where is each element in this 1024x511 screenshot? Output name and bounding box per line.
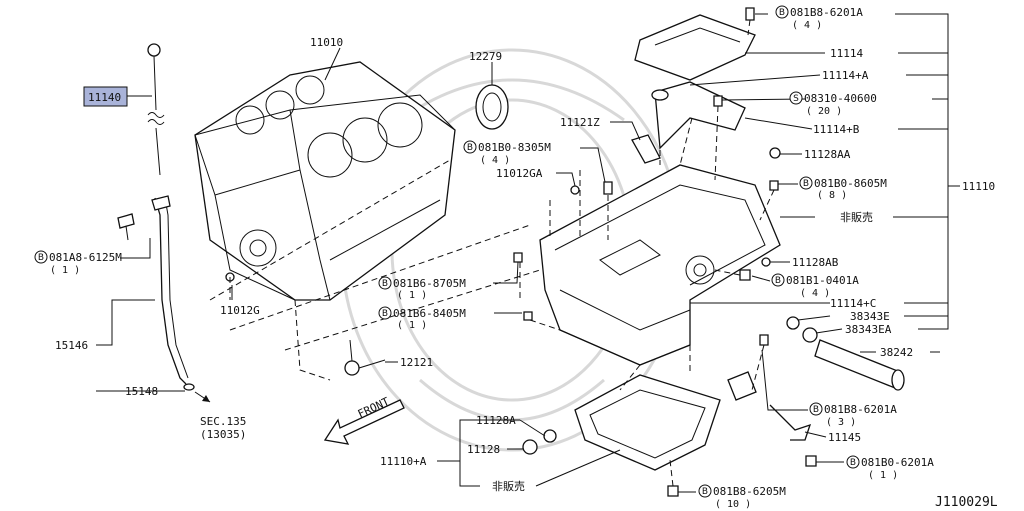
label-081B6-8405M[interactable]: 081B6-8405M	[393, 307, 466, 320]
qty-081B6-8705M: ( 1 )	[397, 290, 427, 301]
label-11114B[interactable]: 11114+B	[813, 123, 860, 136]
rear-oil-seal-drawing	[475, 84, 509, 130]
label-081B0-8605M[interactable]: 081B0-8605M	[814, 177, 887, 190]
qty-081B8-6205M: ( 10 )	[715, 499, 751, 510]
label-11114C[interactable]: 11114+C	[830, 297, 876, 310]
label-12279[interactable]: 12279	[469, 50, 502, 63]
label-081A8-6125M[interactable]: 081A8-6125M	[49, 251, 122, 264]
bolt-badge-icon: B	[813, 405, 819, 415]
bracket-drawing	[727, 371, 757, 401]
label-sec135[interactable]: SEC.135	[200, 415, 246, 428]
label-11128AA[interactable]: 11128AA	[804, 148, 851, 161]
bolt-badge-icon: B	[803, 179, 809, 189]
label-11114[interactable]: 11114	[830, 47, 863, 60]
label-11145[interactable]: 11145	[828, 431, 861, 444]
label-not-for-sale-1: 非販売	[840, 211, 873, 224]
qty-081B0-6201A: ( 1 )	[868, 470, 898, 481]
label-38343EA[interactable]: 38343EA	[845, 323, 892, 336]
label-38242[interactable]: 38242	[880, 346, 913, 359]
bolt-badge-icon: B	[382, 309, 388, 319]
bolt-badge-icon: B	[775, 276, 781, 286]
label-11128[interactable]: 11128	[467, 443, 500, 456]
bolt-badge-icon: B	[779, 8, 785, 18]
qty-081B8-6201A-mid: ( 3 )	[826, 417, 856, 428]
label-15148[interactable]: 15148	[125, 385, 158, 398]
label-11128A[interactable]: 11128A	[476, 414, 516, 427]
label-11121Z[interactable]: 11121Z	[560, 116, 600, 129]
screw-badge-icon: S	[793, 94, 799, 104]
leader-lines	[96, 13, 960, 493]
qty-081B1-0401A: ( 4 )	[800, 288, 830, 299]
qty-08310-40600: ( 20 )	[806, 106, 842, 117]
oil-sensor-drawing	[769, 404, 812, 441]
label-11110[interactable]: 11110	[962, 180, 995, 193]
label-11110A[interactable]: 11110+A	[380, 455, 427, 468]
bolt-badge-icon: B	[382, 279, 388, 289]
label-081B6-8705M[interactable]: 081B6-8705M	[393, 277, 466, 290]
oil-level-gauge-drawing	[147, 43, 165, 176]
label-081B8-6201A-top[interactable]: 081B8-6201A	[790, 6, 863, 19]
label-11140[interactable]: 11140	[88, 91, 121, 104]
front-direction-arrow: FRONT	[323, 395, 405, 445]
label-11012GA[interactable]: 11012GA	[496, 167, 543, 180]
label-11114A[interactable]: 11114+A	[822, 69, 869, 82]
lower-oil-pan-drawing	[574, 374, 721, 471]
oil-gauge-guide-drawing	[151, 195, 211, 403]
bolt-drawings	[225, 7, 817, 497]
label-08310-40600[interactable]: 08310-40600	[804, 92, 877, 105]
part-labels: 11010 12279 11140 B 081A8-6125M ( 1 ) 11…	[34, 5, 998, 510]
dowel-drawing	[631, 134, 661, 164]
qty-081B6-8405M: ( 1 )	[397, 320, 427, 331]
strainer-drawing	[651, 81, 746, 150]
label-11128AB[interactable]: 11128AB	[792, 256, 839, 269]
qty-081B0-8305M: ( 4 )	[480, 155, 510, 166]
label-081B0-8305M[interactable]: 081B0-8305M	[478, 141, 551, 154]
label-sec135-sub: (13035)	[200, 428, 246, 441]
selected-part-highlight	[83, 86, 128, 107]
label-38343E[interactable]: 38343E	[850, 310, 890, 323]
bolt-badge-icon: B	[38, 253, 44, 263]
bolt-badge-icon: B	[467, 143, 473, 153]
label-11010[interactable]: 11010	[310, 36, 343, 49]
gauge-bolt-drawing	[117, 213, 135, 241]
bolt-badge-icon: B	[702, 487, 708, 497]
label-not-for-sale-2: 非販売	[492, 480, 525, 493]
label-081B1-0401A[interactable]: 081B1-0401A	[786, 274, 859, 287]
bolt-badge-icon: B	[850, 458, 856, 468]
knock-sensor-drawing	[344, 339, 386, 376]
label-081B8-6205M[interactable]: 081B8-6205M	[713, 485, 786, 498]
diagram-id: J110029L	[935, 495, 998, 510]
drain-plug-drawing	[522, 429, 557, 455]
qty-081B8-6201A-top: ( 4 )	[792, 20, 822, 31]
qty-081B0-8605M: ( 8 )	[817, 190, 847, 201]
label-11012G[interactable]: 11012G	[220, 304, 260, 317]
oil-pipe-drawing	[786, 316, 905, 391]
label-081B0-6201A[interactable]: 081B0-6201A	[861, 456, 934, 469]
label-12121[interactable]: 12121	[400, 356, 433, 369]
cylinder-block-drawing	[194, 61, 456, 301]
label-081B8-6201A-mid[interactable]: 081B8-6201A	[824, 403, 897, 416]
label-15146[interactable]: 15146	[55, 339, 88, 352]
upper-oil-pan-drawing	[539, 164, 781, 366]
qty-081A8-6125M: ( 1 )	[50, 265, 80, 276]
baffle-plate-drawing	[634, 14, 756, 81]
